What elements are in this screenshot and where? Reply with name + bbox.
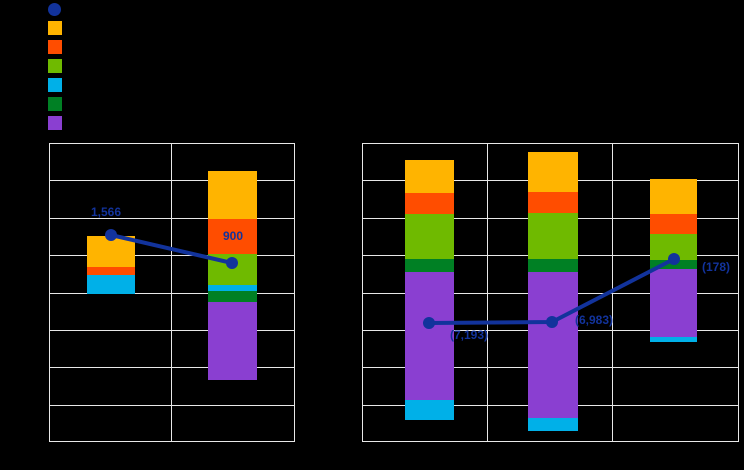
bar-segment[interactable] (650, 260, 697, 269)
right-chart-plot-area: (7,193) (6,983) (178) (362, 143, 739, 442)
bar-segment[interactable] (87, 267, 135, 275)
legend-item-3[interactable] (48, 57, 70, 75)
bar-segment[interactable] (87, 275, 135, 294)
gridline-h (362, 441, 739, 442)
bar-segment[interactable] (208, 254, 257, 285)
legend-marker-square-icon (48, 59, 62, 73)
legend-item-2[interactable] (48, 38, 70, 56)
bar-segment[interactable] (528, 152, 578, 192)
bar-segment[interactable] (528, 213, 578, 259)
gridline-h (49, 367, 295, 368)
bar-segment[interactable] (405, 160, 454, 193)
legend-marker-square-icon (48, 78, 62, 92)
gridline-h (49, 405, 295, 406)
left-chart-panel[interactable]: 1,566 900 (49, 143, 295, 442)
bar-segment[interactable] (650, 269, 697, 337)
bar-segment[interactable] (405, 259, 454, 272)
bar-segment[interactable] (405, 193, 454, 214)
legend-marker-square-icon (48, 40, 62, 54)
bar-segment[interactable] (87, 236, 135, 267)
legend-item-0[interactable] (48, 0, 69, 18)
data-label-left-1: 1,566 (91, 205, 122, 219)
gridline-h (49, 293, 295, 294)
bar-segment[interactable] (528, 259, 578, 272)
chart-legend (48, 0, 328, 130)
gridline-h (49, 143, 295, 144)
bar-segment[interactable] (208, 291, 257, 302)
bar-segment[interactable] (650, 337, 697, 342)
gridline-h (49, 330, 295, 331)
legend-item-6[interactable] (48, 114, 70, 132)
bar-segment[interactable] (528, 192, 578, 213)
bar-segment[interactable] (528, 418, 578, 431)
legend-marker-square-icon (48, 116, 62, 130)
legend-marker-square-icon (48, 21, 62, 35)
gridline-h (49, 180, 295, 181)
gridline-v (738, 143, 739, 442)
bar-segment[interactable] (405, 400, 454, 420)
gridline-v (362, 143, 363, 442)
legend-item-5[interactable] (48, 95, 70, 113)
bar-segment[interactable] (208, 302, 257, 380)
bar-segment[interactable] (208, 171, 257, 219)
legend-marker-square-icon (48, 97, 62, 111)
gridline-v (171, 143, 172, 442)
data-label-left-2: 900 (223, 229, 244, 243)
legend-marker-circle-icon (48, 2, 61, 16)
gridline-v (49, 143, 50, 442)
data-label-right-3: (178) (702, 260, 731, 274)
left-chart-plot-area: 1,566 900 (49, 143, 295, 442)
data-label-right-1: (7,193) (450, 328, 489, 342)
bar-segment[interactable] (650, 234, 697, 260)
legend-item-1[interactable] (48, 19, 70, 37)
bar-segment[interactable] (405, 214, 454, 259)
legend-item-4[interactable] (48, 76, 70, 94)
gridline-h (362, 143, 739, 144)
data-label-right-2: (6,983) (575, 313, 614, 327)
bar-segment[interactable] (528, 272, 578, 418)
bar-segment[interactable] (405, 272, 454, 400)
left-chart-line-overlay (105, 229, 238, 269)
bar-segment[interactable] (650, 214, 697, 234)
gridline-h (49, 218, 295, 219)
gridline-v (294, 143, 295, 442)
bar-segment[interactable] (650, 179, 697, 214)
right-chart-panel[interactable]: (7,193) (6,983) (178) (362, 143, 739, 442)
gridline-h (49, 441, 295, 442)
bar-segment[interactable] (208, 285, 257, 291)
